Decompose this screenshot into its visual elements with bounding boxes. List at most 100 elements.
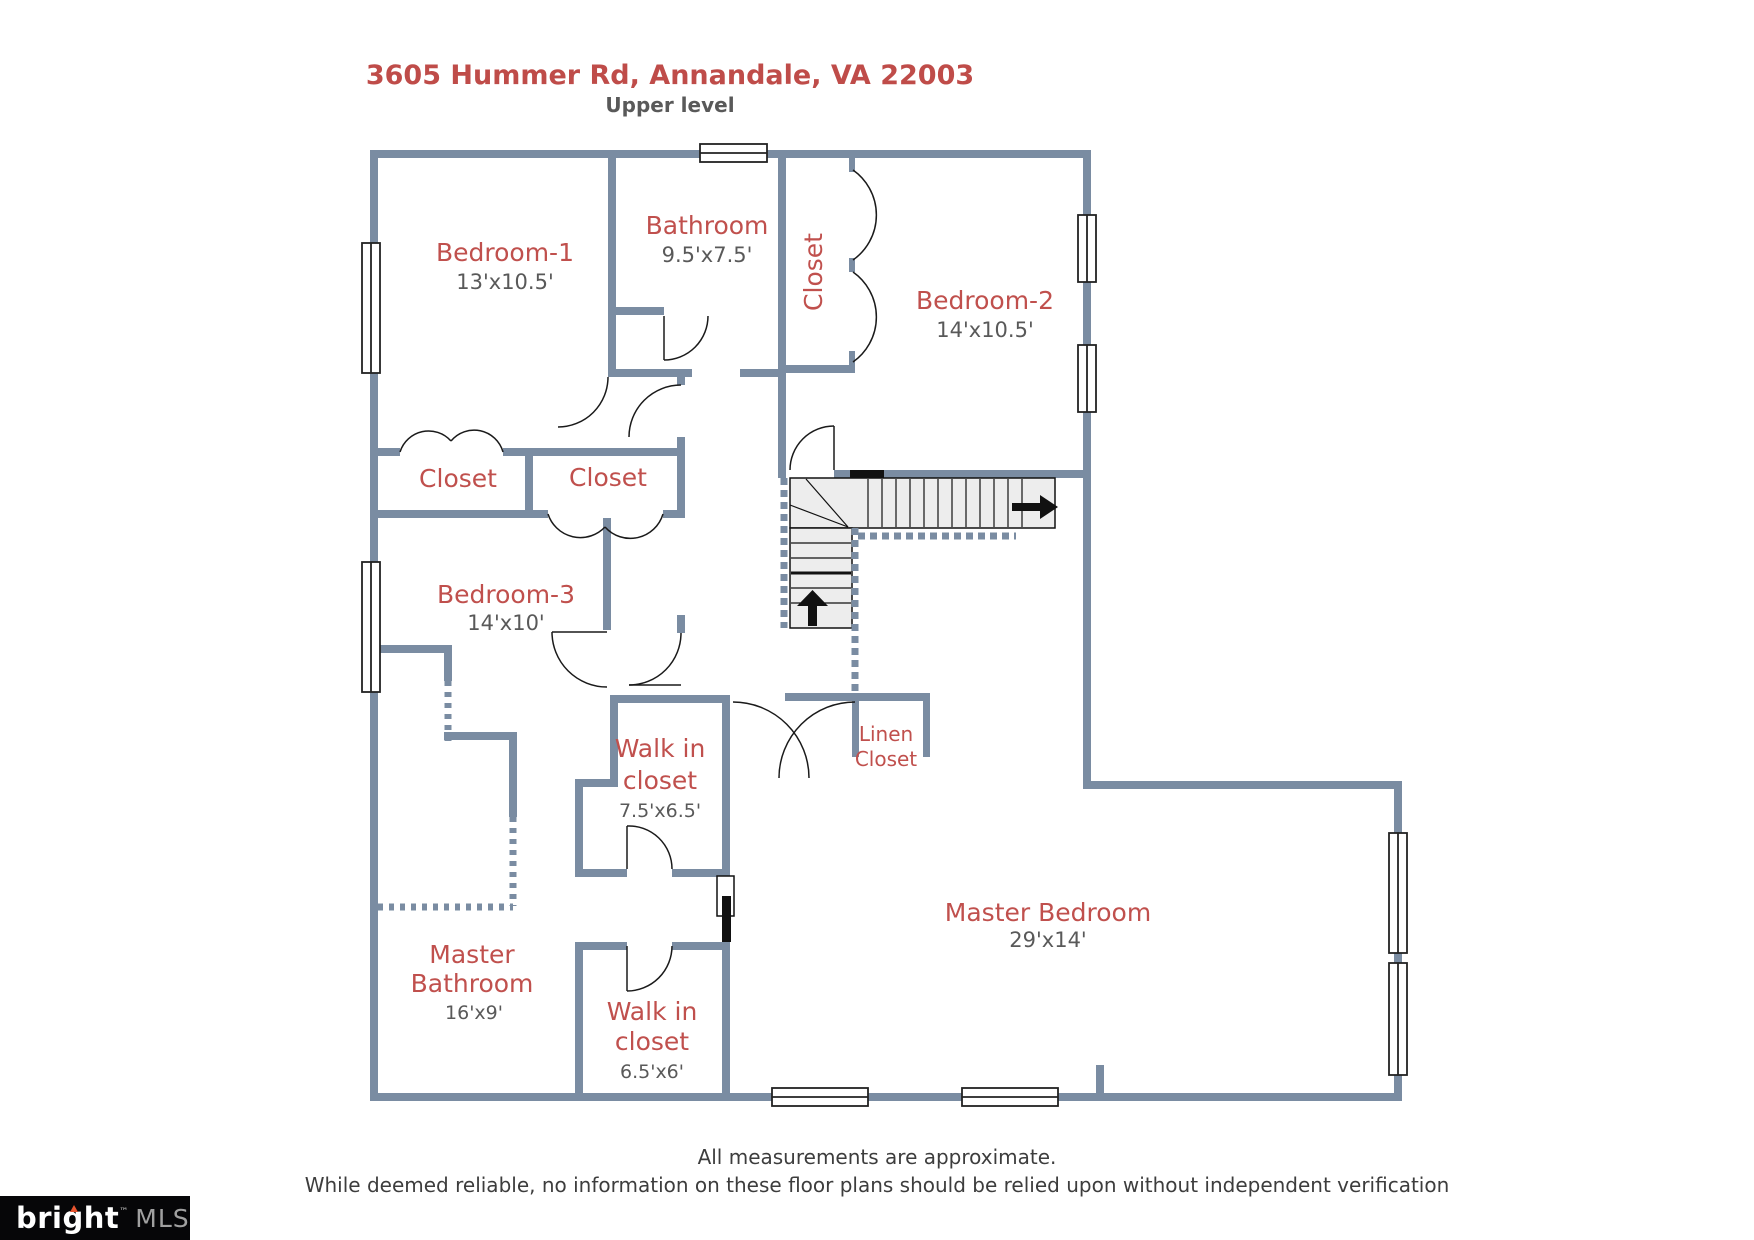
room-label-master-bathroom-line1: Master	[429, 940, 515, 969]
room-label-linen-line1: Linen	[859, 722, 913, 746]
wall-bedroom3-bottom	[370, 645, 452, 653]
wall-jog-vertical	[444, 649, 452, 681]
wall-walkin1-bottom-b	[672, 869, 730, 877]
wall-closets-top-b	[503, 448, 685, 456]
door-arc-linen	[778, 701, 856, 779]
window-bedroom2-right-2	[1077, 344, 1097, 413]
disclaimer-line1: All measurements are approximate.	[698, 1145, 1057, 1169]
door-arc-bathroom	[663, 315, 709, 361]
wall-walkin2-top-b	[672, 942, 729, 950]
wall-closets-bottom-b	[663, 510, 685, 518]
room-dims-bathroom: 9.5'x7.5'	[662, 243, 753, 267]
wall-walkin2-top-a	[575, 942, 627, 950]
room-label-master-bathroom-line2: Bathroom	[411, 969, 534, 998]
room-label-closet-right: Closet	[569, 463, 647, 492]
window-bathroom-top	[699, 143, 768, 163]
wall-bedroom2-bottom	[834, 470, 1083, 478]
room-dims-master-bedroom: 29'x14'	[1009, 928, 1086, 952]
door-arc-corridor	[628, 632, 682, 686]
room-dims-walkin1: 7.5'x6.5'	[619, 800, 701, 822]
logo-accent-mark	[70, 1205, 78, 1212]
room-label-master-bedroom: Master Bedroom	[945, 898, 1151, 927]
room-dims-master-bathroom: 16'x9'	[445, 1002, 503, 1024]
room-label-closet-left: Closet	[419, 464, 497, 493]
stairs-vertical-run	[789, 527, 853, 629]
wall-closets-top-a	[375, 448, 400, 456]
room-label-bedroom3: Bedroom-3	[437, 580, 575, 609]
wall-walkin1-upper-left	[610, 695, 618, 787]
labels: 3605 Hummer Rd, Annandale, VA 22003 Uppe…	[305, 60, 1450, 1197]
wall-bottom-stub	[1096, 1065, 1104, 1093]
door-arc-bedroom3	[551, 631, 608, 688]
door-bifold-rightcloset-b	[604, 513, 664, 540]
windows	[361, 143, 1408, 1107]
wall-master-top	[1083, 781, 1402, 789]
wall-closets-bottom-a	[370, 510, 548, 518]
stairs-winder-lines	[789, 478, 849, 528]
wall-walkin1-bottom-a	[575, 869, 627, 877]
door-bifold-rightcloset-a	[547, 513, 606, 539]
wall-outer-bottom	[370, 1093, 1402, 1101]
wall-walkin1-right	[722, 695, 730, 877]
door-arc-master-entry	[732, 701, 810, 779]
stairs-right-arrow-icon	[1012, 495, 1058, 519]
window-bedroom1-left	[361, 242, 381, 374]
wall-jog-horizontal	[444, 732, 517, 740]
pocket-door-symbol	[716, 875, 735, 942]
wall-bedroom3-right	[603, 518, 611, 630]
wall-linen-right	[923, 697, 930, 757]
stairs	[780, 470, 1058, 695]
window-bedroom2-right-1	[1077, 214, 1097, 283]
doors	[399, 169, 878, 992]
window-master-right-1	[1388, 832, 1408, 954]
stairs-dashed-rails	[780, 478, 1016, 695]
room-label-walkin1-line2: closet	[623, 766, 697, 795]
disclaimer-line2: While deemed reliable, no information on…	[305, 1173, 1450, 1197]
logo-suffix-text: MLS	[135, 1203, 190, 1233]
door-arc-bedroom2	[789, 425, 835, 471]
wall-masterbath-vertical	[509, 740, 517, 817]
room-label-walkin1-line1: Walk in	[615, 734, 706, 763]
stairs-up-arrow-icon	[797, 590, 828, 626]
wall-walkin2-left	[575, 942, 583, 1101]
wall-vestibule-left	[575, 783, 583, 877]
wall-topcloset-bottom	[778, 365, 855, 373]
stairs-horizontal-run	[789, 477, 1056, 529]
door-bifold-leftcloset-a	[399, 430, 452, 453]
door-arc-walkin1	[626, 825, 673, 870]
door-arc-bedroom1	[557, 376, 609, 428]
wall-topcloset-jamb3	[849, 351, 855, 373]
room-label-bathroom: Bathroom	[646, 211, 769, 240]
wall-corridor-stub	[677, 615, 685, 633]
logo-brand-text: bright	[16, 1200, 120, 1235]
logo-trademark: ™	[119, 1206, 129, 1217]
dotted-walls	[378, 681, 517, 911]
walls	[370, 150, 1402, 1101]
wall-topcloset-left	[778, 150, 786, 478]
room-label-closet-top: Closet	[799, 233, 828, 311]
wall-closet-divider	[525, 448, 533, 518]
wall-topcloset-jamb1	[849, 150, 855, 172]
room-label-linen-line2: Closet	[855, 747, 917, 771]
room-dims-bedroom2: 14'x10.5'	[936, 318, 1033, 342]
room-label-bedroom2: Bedroom-2	[916, 286, 1054, 315]
room-label-walkin2-line1: Walk in	[607, 997, 698, 1026]
room-label-bedroom1: Bedroom-1	[436, 238, 574, 267]
room-label-walkin2-line2: closet	[615, 1027, 689, 1056]
wall-bath-divider	[608, 150, 616, 377]
wall-linen-left	[852, 697, 859, 757]
page-title: 3605 Hummer Rd, Annandale, VA 22003	[366, 60, 974, 91]
wall-bath-bottom-b	[740, 369, 786, 377]
stairs-header-bar	[850, 470, 884, 478]
room-dims-bedroom1: 13'x10.5'	[456, 270, 553, 294]
door-arc-topcloset-upper	[852, 169, 878, 261]
window-master-right-2	[1388, 962, 1408, 1076]
wall-walkin1-top	[610, 695, 730, 703]
wall-bath-stub	[612, 307, 664, 315]
door-arc-walkin2	[626, 945, 673, 992]
wall-vestibule-jog	[575, 779, 618, 787]
page-subtitle: Upper level	[605, 93, 734, 117]
wall-hall-stub-upper	[677, 369, 685, 385]
